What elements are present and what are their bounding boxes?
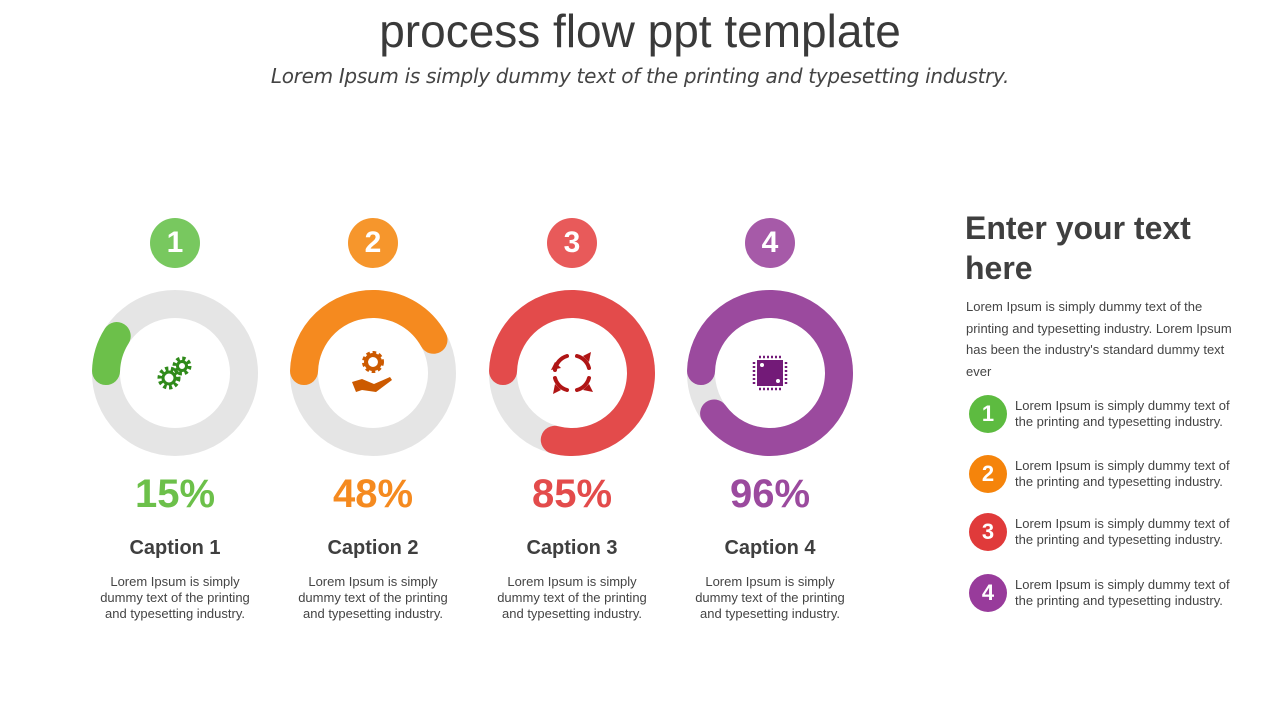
side-number-badge: 2 [969, 455, 1007, 493]
step-3: 3 85% Caption 3 Lorem Ipsum is simply du… [472, 218, 672, 622]
step-1: 1 15% Caption 1 Lorem Ipsum is simply du… [75, 218, 275, 622]
step-2: 2 48% Caption 2 Lorem Ipsum is simply du… [273, 218, 473, 622]
step-caption: Caption 1 [129, 537, 221, 559]
side-item-text: Lorem Ipsum is simply dummy text of the … [1015, 516, 1230, 547]
side-paragraph: Lorem Ipsum is simply dummy text of the … [966, 299, 1232, 379]
step-caption: Caption 3 [526, 537, 618, 559]
step-percent: 15% [134, 472, 216, 516]
step-description: Lorem Ipsum is simply dummy text of the … [100, 574, 250, 621]
gears-icon [150, 348, 200, 398]
step-number-badge: 1 [150, 218, 200, 268]
step-description: Lorem Ipsum is simply dummy text of the … [497, 574, 647, 621]
step-description: Lorem Ipsum is simply dummy text of the … [695, 574, 845, 621]
step-caption: Caption 2 [327, 537, 419, 559]
progress-ring [90, 288, 260, 458]
page-title: process flow ppt template [379, 5, 901, 57]
chip-icon [745, 348, 795, 398]
side-item-text: Lorem Ipsum is simply dummy text of the … [1015, 577, 1230, 608]
progress-ring [685, 288, 855, 458]
page-subtitle: Lorem Ipsum is simply dummy text of the … [270, 64, 1010, 88]
step-4: 4 96% Caption 4 Lorem Ipsum is simply du… [670, 218, 870, 622]
step-number-badge: 4 [745, 218, 795, 268]
step-number-badge: 3 [547, 218, 597, 268]
ring-progress-arc [687, 290, 853, 456]
side-list-item: 1 Lorem Ipsum is simply dummy text of the… [969, 395, 1249, 433]
side-list-item: 2 Lorem Ipsum is simply dummy text of the… [969, 455, 1249, 493]
progress-ring [288, 288, 458, 458]
side-item-text: Lorem Ipsum is simply dummy text of the … [1015, 458, 1230, 489]
progress-ring [487, 288, 657, 458]
ring-progress-arc [489, 290, 655, 456]
step-number-badge: 2 [348, 218, 398, 268]
side-list-item: 4 Lorem Ipsum is simply dummy text of the… [969, 574, 1249, 612]
cycle-arrows-icon [547, 348, 597, 398]
step-caption: Caption 4 [724, 537, 816, 559]
step-description: Lorem Ipsum is simply dummy text of the … [298, 574, 448, 621]
side-number-badge: 1 [969, 395, 1007, 433]
side-number-badge: 3 [969, 513, 1007, 551]
side-heading: Enter your text here [965, 210, 1191, 286]
step-percent: 48% [332, 472, 414, 516]
side-item-text: Lorem Ipsum is simply dummy text of the … [1015, 398, 1230, 429]
side-number-badge: 4 [969, 574, 1007, 612]
step-percent: 85% [531, 472, 613, 516]
ring-progress-arc [290, 290, 456, 456]
side-list-item: 3 Lorem Ipsum is simply dummy text of the… [969, 513, 1249, 551]
hand-gear-icon [348, 348, 398, 398]
ring-progress-arc [92, 290, 258, 456]
step-percent: 96% [729, 472, 811, 516]
